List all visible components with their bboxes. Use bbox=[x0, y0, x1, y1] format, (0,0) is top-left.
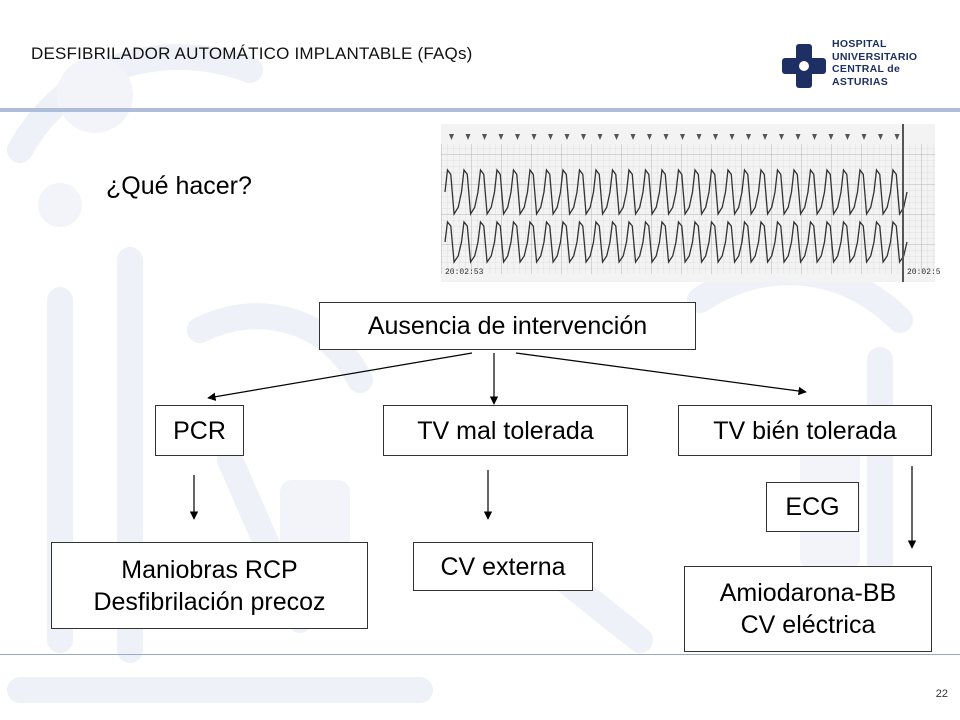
pacing-marker bbox=[779, 134, 784, 140]
header-divider bbox=[0, 108, 960, 112]
logo-line: ASTURIAS bbox=[832, 75, 889, 88]
pacing-marker bbox=[548, 134, 553, 140]
flow-node-ecg: ECG bbox=[766, 482, 859, 532]
pacing-marker bbox=[465, 134, 471, 140]
flow-node-pcr: PCR bbox=[155, 405, 244, 456]
flow-node-root: Ausencia de intervención bbox=[319, 302, 696, 350]
pacing-marker bbox=[449, 134, 454, 140]
pacing-marker bbox=[531, 134, 537, 140]
pacing-marker bbox=[647, 134, 652, 140]
hospital-logo-text: HOSPITAL UNIVERSITARIO CENTRAL de ASTURI… bbox=[832, 38, 917, 88]
pacing-marker bbox=[482, 134, 487, 140]
ecg-trace-lead-1 bbox=[444, 168, 908, 217]
pacing-marker bbox=[729, 134, 735, 140]
flow-node-amiodarona-cv: Amiodarona-BB CV eléctrica bbox=[684, 566, 932, 652]
slide-number: 22 bbox=[935, 688, 948, 700]
pacing-marker bbox=[861, 134, 867, 140]
flow-node-tv-mal-tolerada: TV mal tolerada bbox=[383, 405, 628, 456]
ecg-pacing-markers bbox=[449, 134, 900, 140]
hospital-logo: HOSPITAL UNIVERSITARIO CENTRAL de ASTURI… bbox=[780, 34, 940, 94]
pacing-marker bbox=[812, 134, 817, 140]
ecg-trace-lead-2 bbox=[444, 220, 908, 264]
flow-node-maniobras-rcp: Maniobras RCP Desfibrilación precoz bbox=[51, 542, 368, 629]
logo-line: HOSPITAL bbox=[832, 38, 887, 50]
ecg-strip-image: 20:02:53 20:02:5 bbox=[441, 124, 941, 282]
pacing-marker bbox=[614, 134, 619, 140]
pacing-marker bbox=[795, 134, 801, 140]
pacing-marker bbox=[630, 134, 636, 140]
pacing-marker bbox=[498, 134, 504, 140]
logo-line: UNIVERSITARIO bbox=[832, 50, 918, 63]
ecg-timestamp-right: 20:02:5 bbox=[907, 268, 941, 277]
pacing-marker bbox=[581, 134, 586, 140]
pacing-marker bbox=[663, 134, 669, 140]
flow-node-cv-externa: CV externa bbox=[413, 542, 593, 591]
footer-divider bbox=[0, 654, 960, 655]
pacing-marker bbox=[878, 134, 883, 140]
hospital-cross-logo-icon bbox=[782, 44, 826, 88]
pacing-marker bbox=[597, 134, 603, 140]
pacing-marker bbox=[564, 134, 570, 140]
flow-node-tv-bien-tolerada: TV bién tolerada bbox=[678, 405, 932, 456]
pacing-marker bbox=[746, 134, 751, 140]
pacing-marker bbox=[845, 134, 850, 140]
pacing-marker bbox=[515, 134, 520, 140]
slide-header-title: DESFIBRILADOR AUTOMÁTICO IMPLANTABLE (FA… bbox=[31, 44, 473, 63]
pacing-marker bbox=[680, 134, 685, 140]
pacing-marker bbox=[828, 134, 834, 140]
logo-line: CENTRAL de bbox=[832, 63, 901, 75]
pacing-marker bbox=[696, 134, 702, 140]
pacing-marker bbox=[894, 134, 900, 140]
ecg-timestamp-left: 20:02:53 bbox=[445, 268, 484, 277]
pacing-marker bbox=[762, 134, 768, 140]
question-heading: ¿Qué hacer? bbox=[106, 172, 252, 200]
pacing-marker bbox=[713, 134, 718, 140]
